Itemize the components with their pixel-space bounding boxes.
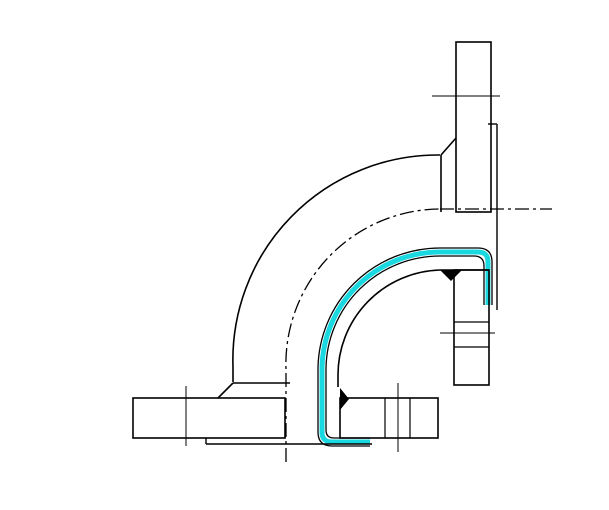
flange-top-right [455,41,492,213]
liner-outer-edge [317,247,493,447]
flange-top-right-hub-bevel [440,137,457,156]
flange-bottom-right [339,397,439,439]
liner-inner-edge [325,255,485,439]
elbow-outer-arc [232,154,441,382]
elbow-inner-arc [337,269,441,387]
weld-fillet-right [440,270,462,281]
flange-bottom-left [132,397,286,439]
liner-band [319,249,491,445]
centerline-arc [285,208,441,462]
flange-bottom-left-hub-bevel [217,382,234,399]
weld-fillet-bottom [340,388,349,410]
